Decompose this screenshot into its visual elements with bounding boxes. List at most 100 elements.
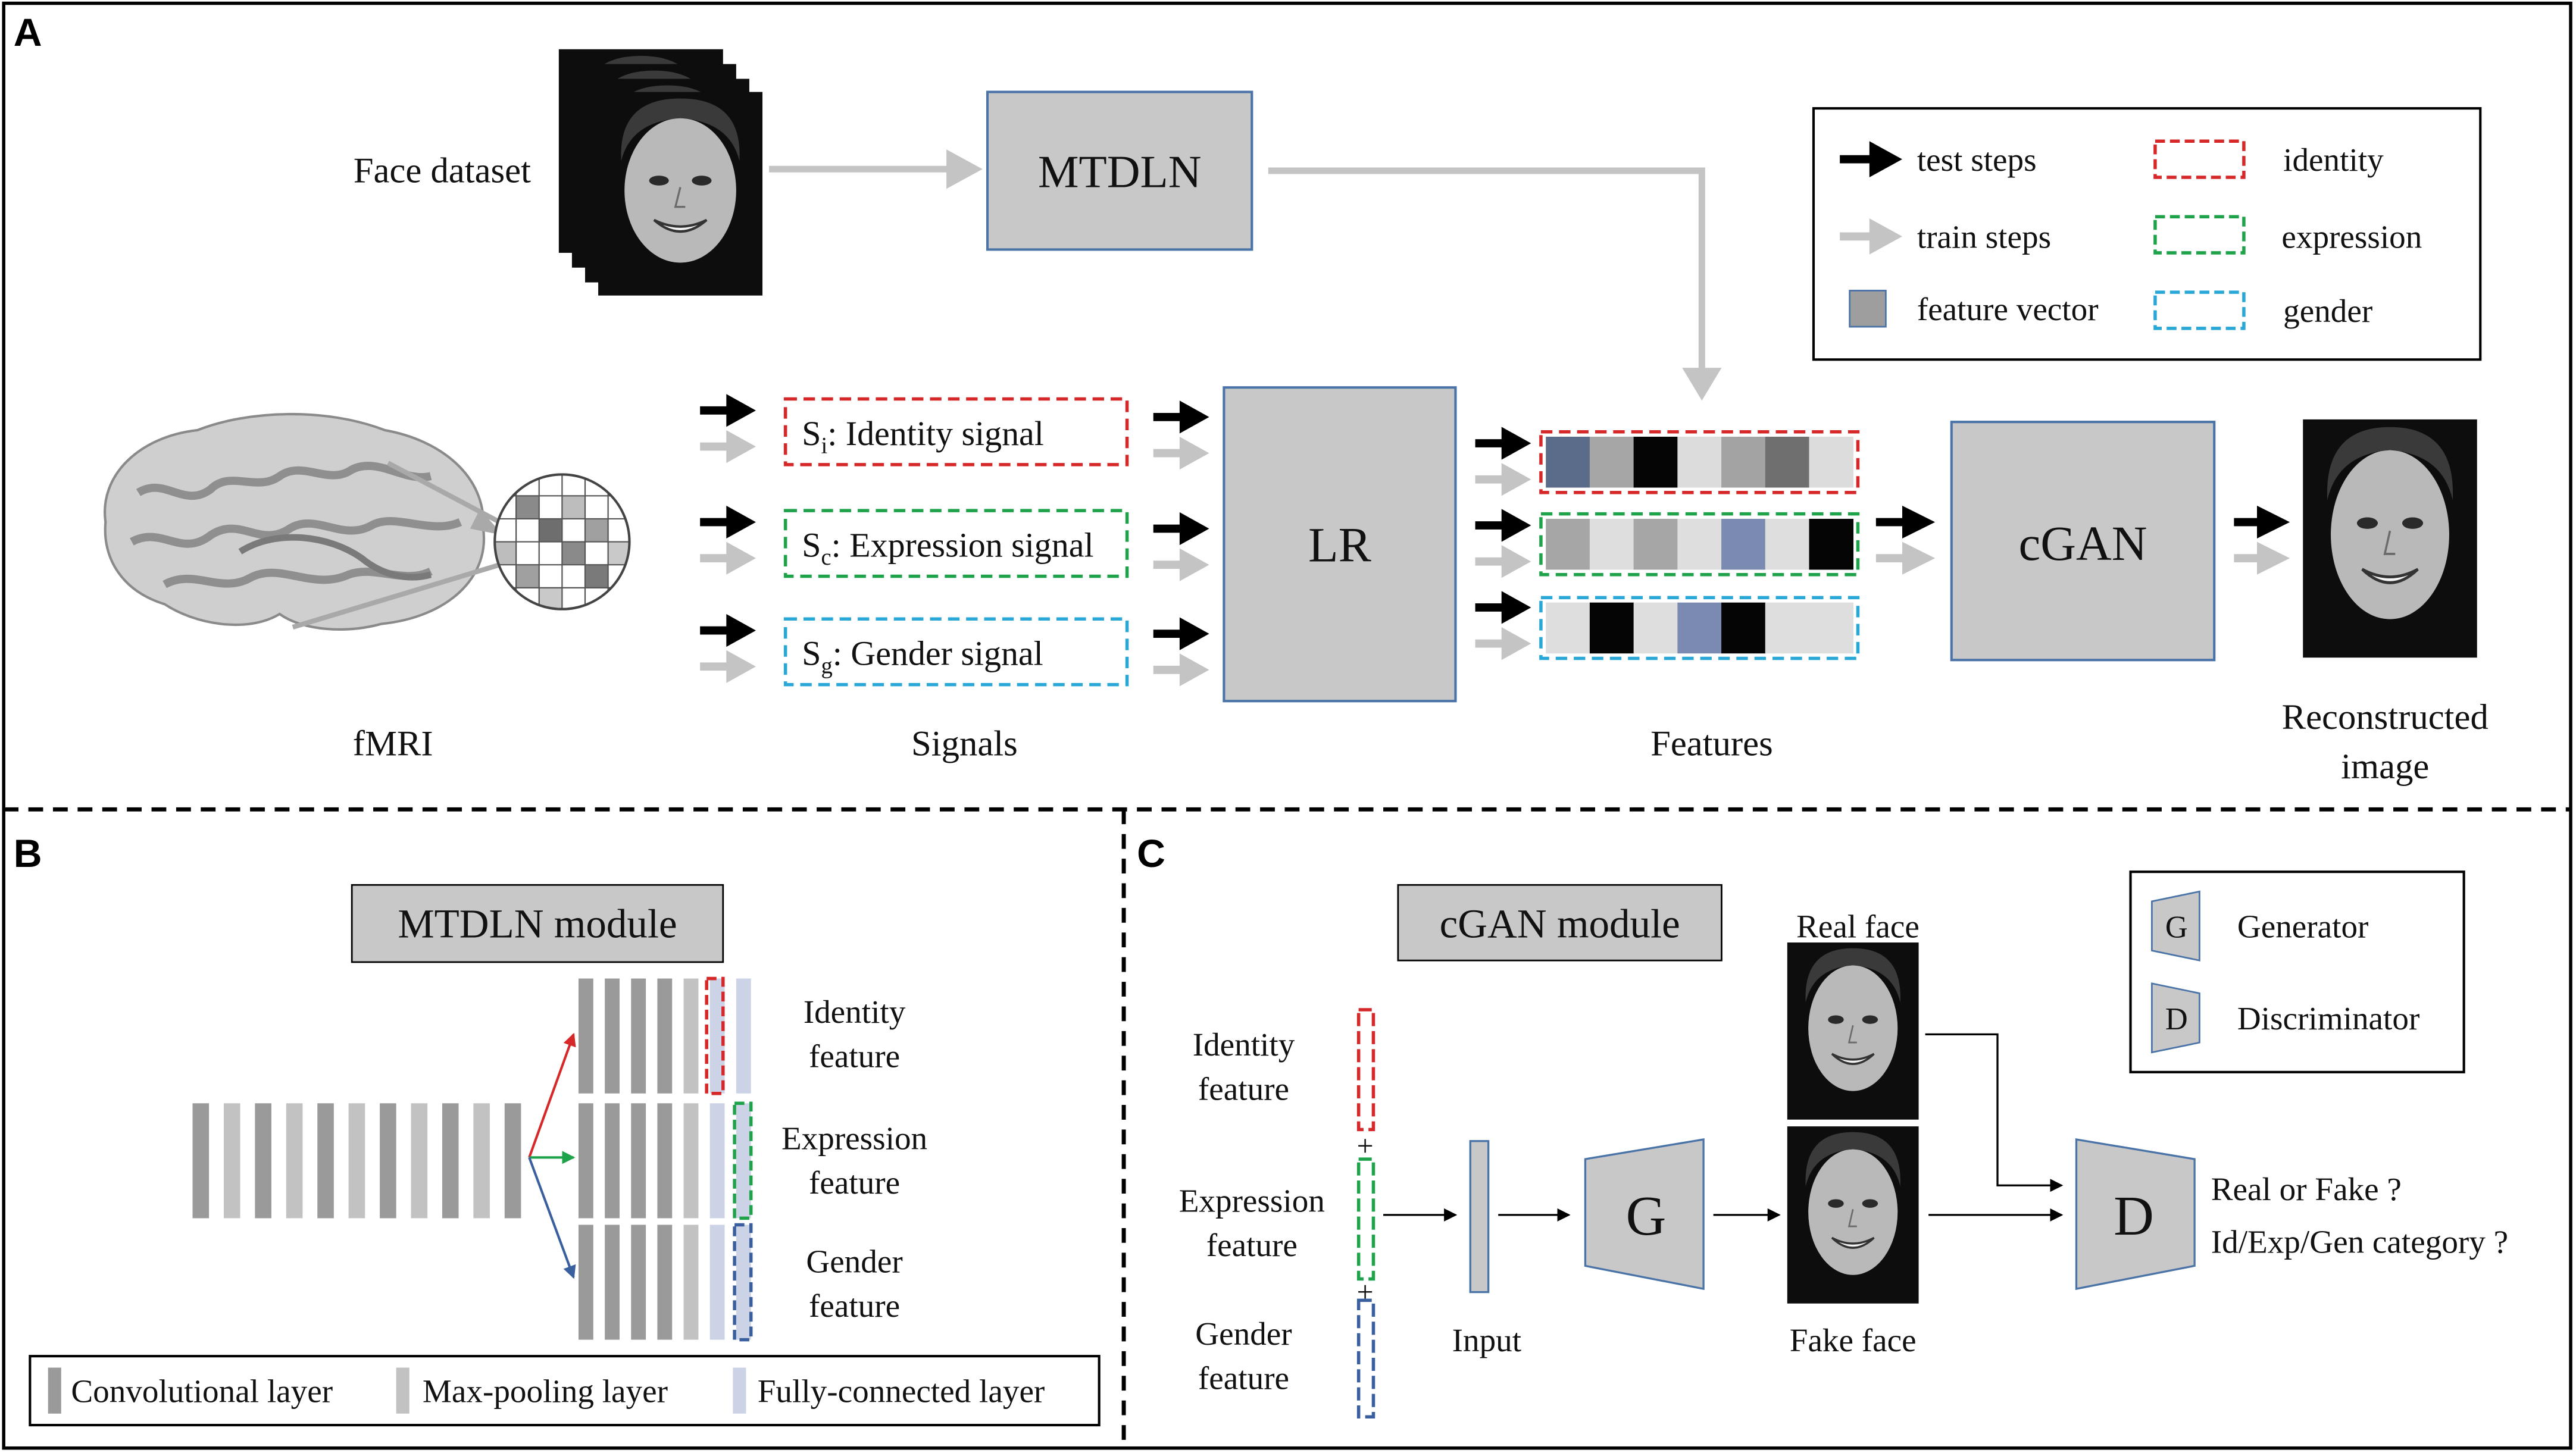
arrow-real-d xyxy=(1925,1033,2064,1192)
test-arrowhead-cgan xyxy=(1902,505,1936,539)
c-plus-1: + xyxy=(1357,1130,1374,1163)
legend-train-arrowhead xyxy=(1869,218,1902,255)
gender-feature-cell xyxy=(1546,602,1590,654)
signal-input-arrows xyxy=(700,394,756,683)
legend-expression: expression xyxy=(2281,219,2422,255)
legend-identity-swatch xyxy=(2153,139,2246,179)
legend-conv-label: Convolutional layer xyxy=(71,1373,333,1409)
generator-shape xyxy=(1584,1138,1705,1291)
expression-feature-cell xyxy=(1721,518,1766,570)
legend-generator-letter: G xyxy=(2165,910,2188,945)
legend-pool-swatch xyxy=(396,1367,409,1414)
generator-label: G xyxy=(1626,1185,1667,1247)
expression-feature-cell xyxy=(1677,518,1722,570)
branch-arrow-gender xyxy=(528,1157,576,1279)
gender-signal-box xyxy=(783,617,1129,687)
identity-signal-box xyxy=(783,397,1129,466)
identity-feature-cell xyxy=(1546,436,1590,488)
expression-signal-label: Sc: Expression signal xyxy=(802,525,1093,570)
panel-b: B MTDLN module xyxy=(14,832,1101,1427)
legend-discriminator-letter: D xyxy=(2165,1002,2188,1036)
identity-feature-bracket xyxy=(705,976,725,1095)
cgan-label: cGAN xyxy=(2018,516,2147,571)
voxel-circle-border xyxy=(493,473,631,610)
gender-feature-line1: Gender xyxy=(806,1243,902,1279)
c-identity-line2: feature xyxy=(1198,1071,1289,1107)
identity-feature-cell xyxy=(1809,436,1854,488)
gender-feature-vector xyxy=(1546,602,1854,654)
discriminator-label: D xyxy=(2114,1185,2154,1247)
reconstructed-label-line1: Reconstructed xyxy=(2282,697,2489,737)
panel-a: A Face dataset MTDLN test steps train st… xyxy=(14,11,2489,787)
discriminator-shape xyxy=(2075,1138,2196,1291)
c-expression-line1: Expression xyxy=(1179,1182,1325,1219)
reconstructed-image xyxy=(2303,419,2477,657)
train-arrowhead-output xyxy=(2257,541,2290,575)
train-arrowhead-dataset-mtdln xyxy=(946,149,983,189)
identity-feature-cell xyxy=(1589,436,1634,488)
expression-feature-line2: feature xyxy=(809,1164,900,1201)
expression-feature-cell xyxy=(1633,518,1678,570)
brain-zoom-line-lower xyxy=(292,562,501,630)
panel-b-letter: B xyxy=(14,832,42,876)
legend-train-steps: train steps xyxy=(1917,219,2051,255)
c-gender-line2: feature xyxy=(1198,1360,1289,1396)
gender-feature-cell xyxy=(1633,602,1678,654)
face-dataset-label: Face dataset xyxy=(354,151,531,190)
gender-feature-cell xyxy=(1589,602,1634,654)
cgan-module-label: cGAN module xyxy=(1440,901,1680,947)
panel-a-letter: A xyxy=(14,11,42,55)
expression-feature-cell xyxy=(1765,518,1810,570)
output-line2: Id/Exp/Gen category ? xyxy=(2211,1223,2508,1260)
legend-fc-swatch xyxy=(733,1367,746,1414)
panel-c: C cGAN module Identity feature Expressio… xyxy=(1137,832,2508,1419)
fake-face-label: Fake face xyxy=(1790,1322,1917,1358)
branch-stacks xyxy=(578,978,751,1340)
legend-test-steps: test steps xyxy=(1917,142,2037,178)
panel-c-letter: C xyxy=(1137,832,1165,876)
identity-feature-cell xyxy=(1765,436,1810,488)
identity-feature-line2: feature xyxy=(809,1038,900,1075)
c-identity-bar xyxy=(1356,1008,1375,1132)
identity-feature-cell xyxy=(1721,436,1766,488)
c-gender-line1: Gender xyxy=(1195,1316,1292,1352)
expression-signal-box xyxy=(783,509,1129,578)
cgan-box xyxy=(1950,421,2216,662)
signals-label: Signals xyxy=(911,724,1018,763)
legend-feature-vector-swatch xyxy=(1849,290,1887,328)
legend-conv-swatch xyxy=(48,1367,61,1414)
expression-feature-vector xyxy=(1546,518,1854,570)
input-layer-bars xyxy=(192,1103,521,1219)
legend-fc-label: Fully-connected layer xyxy=(758,1373,1045,1409)
identity-feature-line1: Identity xyxy=(804,994,906,1030)
mtdln-box xyxy=(986,90,1253,251)
legend-discriminator-text: Discriminator xyxy=(2237,1000,2419,1036)
expression-feature-cell xyxy=(1546,518,1590,570)
expression-feature-bracket xyxy=(733,1101,753,1220)
legend-discriminator-shape xyxy=(2151,982,2200,1054)
fake-face-image xyxy=(1786,1125,1920,1305)
gender-feature-cell xyxy=(1721,602,1766,654)
gender-feature-line2: feature xyxy=(809,1288,900,1324)
input-label: Input xyxy=(1452,1322,1521,1358)
feature-input-arrows xyxy=(1475,427,1531,660)
lr-input-arrows xyxy=(1153,400,1209,687)
train-arrowhead-mtdln-features xyxy=(1682,368,1722,401)
brain-zoom-arrowhead xyxy=(470,509,504,536)
c-expression-line2: feature xyxy=(1206,1227,1298,1263)
mtdln-label: MTDLN xyxy=(1038,146,1202,198)
lr-box xyxy=(1223,386,1457,703)
identity-feature-cell xyxy=(1633,436,1678,488)
legend-a-frame xyxy=(1812,107,2482,361)
c-expression-bar xyxy=(1356,1157,1375,1281)
legend-test-arrowhead xyxy=(1869,141,1902,178)
gender-feature-cell xyxy=(1809,602,1854,654)
gender-feature-bracket xyxy=(733,1223,753,1342)
legend-expression-swatch xyxy=(2153,215,2246,255)
expression-feature-frame xyxy=(1539,512,1860,577)
branch-arrow-identity xyxy=(528,1032,576,1158)
legend-gender: gender xyxy=(2283,293,2372,329)
identity-signal-label: Si: Identity signal xyxy=(802,414,1044,459)
